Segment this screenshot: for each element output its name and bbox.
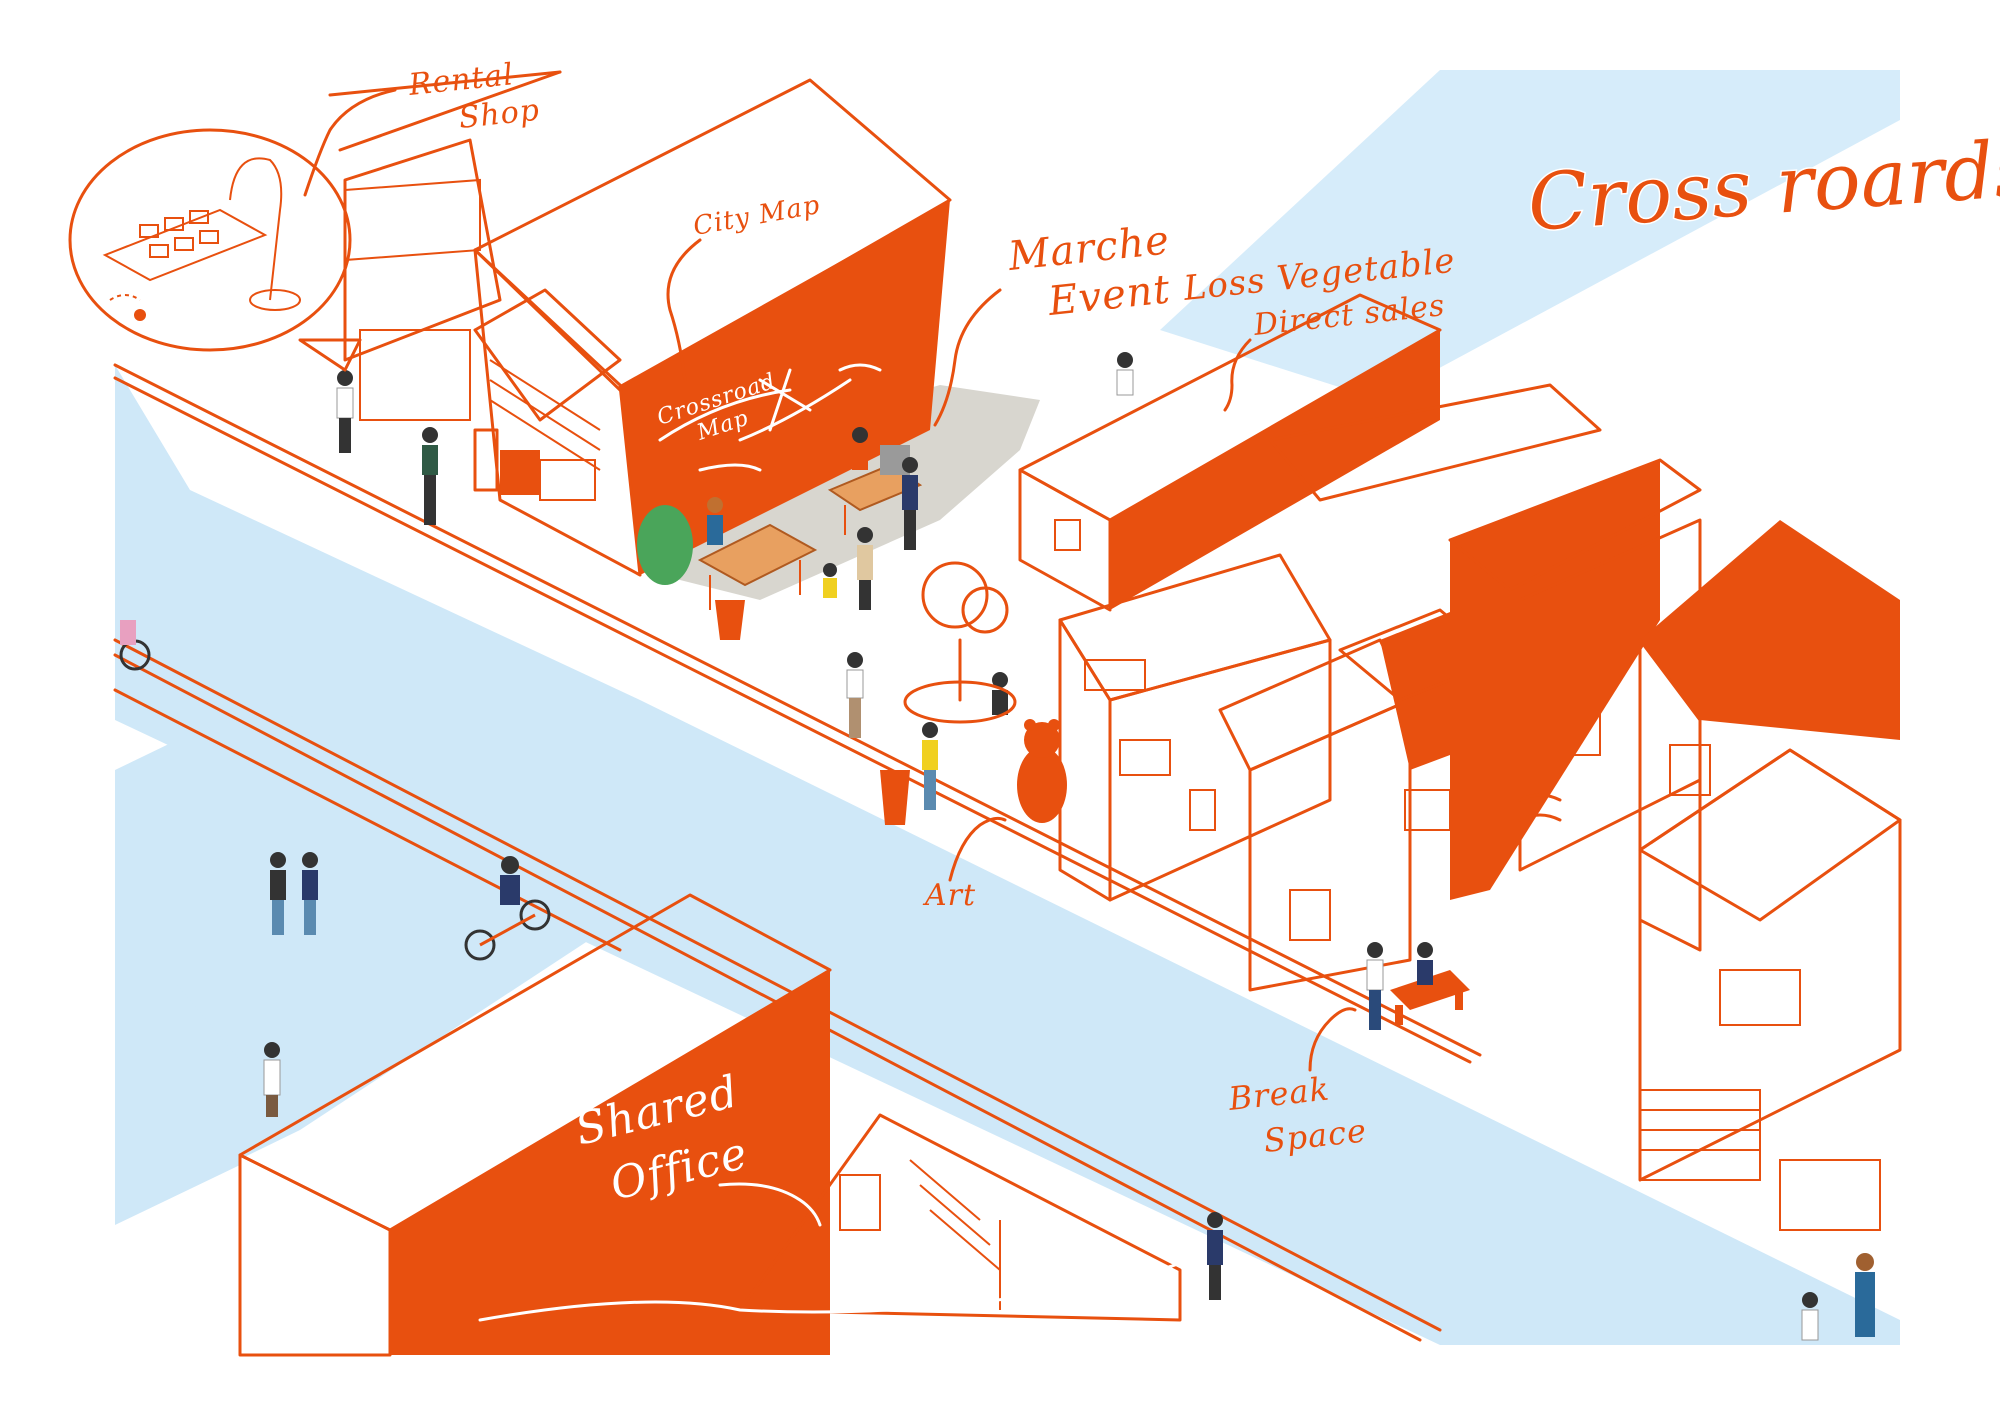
person bbox=[1855, 1253, 1875, 1337]
rental-shop-inset bbox=[68, 128, 362, 372]
green-bush bbox=[637, 505, 693, 585]
rooftop-strip bbox=[1268, 383, 1602, 502]
road-edge-line bbox=[338, 70, 562, 152]
annotation-arrows bbox=[303, 88, 1357, 1227]
road-edge-line bbox=[328, 70, 562, 97]
townhouse bbox=[1058, 553, 1332, 902]
far-right-building bbox=[1638, 520, 1902, 1231]
person bbox=[707, 497, 723, 545]
person bbox=[302, 852, 318, 935]
marche-tables bbox=[697, 445, 923, 825]
person bbox=[263, 1042, 281, 1117]
break-space-arrow bbox=[1308, 1007, 1357, 1072]
art-arrow bbox=[948, 816, 1007, 882]
person bbox=[336, 370, 354, 453]
bear-sculpture bbox=[1017, 719, 1067, 823]
person bbox=[1366, 942, 1384, 1030]
marche-event-label: Event bbox=[1045, 266, 1172, 325]
shared-office-arrow bbox=[718, 1182, 822, 1227]
cross-street-people bbox=[119, 620, 1875, 1341]
person bbox=[422, 427, 438, 525]
person bbox=[1801, 1292, 1819, 1341]
people-group bbox=[336, 352, 1134, 810]
person bbox=[857, 527, 873, 610]
person bbox=[1116, 352, 1134, 396]
rental-shop-arrow bbox=[303, 88, 397, 197]
person bbox=[852, 427, 868, 470]
marche-event-arrow bbox=[933, 288, 1002, 427]
person bbox=[1207, 1212, 1223, 1300]
person bbox=[992, 672, 1008, 715]
person bbox=[902, 457, 918, 550]
loss-vegetable-building bbox=[1018, 293, 1442, 612]
person bbox=[1417, 942, 1433, 985]
rental-shop-building bbox=[343, 138, 540, 495]
road-edge-line bbox=[113, 653, 1422, 1342]
city-map-label: City Map bbox=[691, 190, 823, 242]
bicycle bbox=[119, 620, 151, 671]
left-blue-area bbox=[115, 910, 240, 1225]
shared-office-building bbox=[238, 893, 1182, 1357]
rental-shop-label: Shop bbox=[457, 93, 541, 136]
person bbox=[823, 563, 837, 598]
upper-blue-band bbox=[1160, 70, 1900, 400]
person bbox=[270, 852, 286, 935]
road-edge-line bbox=[113, 363, 1482, 1057]
road-edge-line bbox=[113, 376, 1472, 1064]
city-map-building: Crossroad Map bbox=[473, 78, 952, 577]
loss-vegetable-arrow bbox=[1223, 338, 1252, 412]
person bbox=[922, 722, 938, 810]
break-space-bench bbox=[1366, 942, 1470, 1030]
cross-street bbox=[115, 700, 650, 1220]
art-tree bbox=[903, 561, 1017, 724]
road-edge-line bbox=[113, 688, 622, 952]
bicycle bbox=[464, 856, 551, 961]
city-map-arrow bbox=[666, 238, 702, 382]
person bbox=[846, 652, 864, 738]
art-label: Art bbox=[922, 878, 976, 913]
